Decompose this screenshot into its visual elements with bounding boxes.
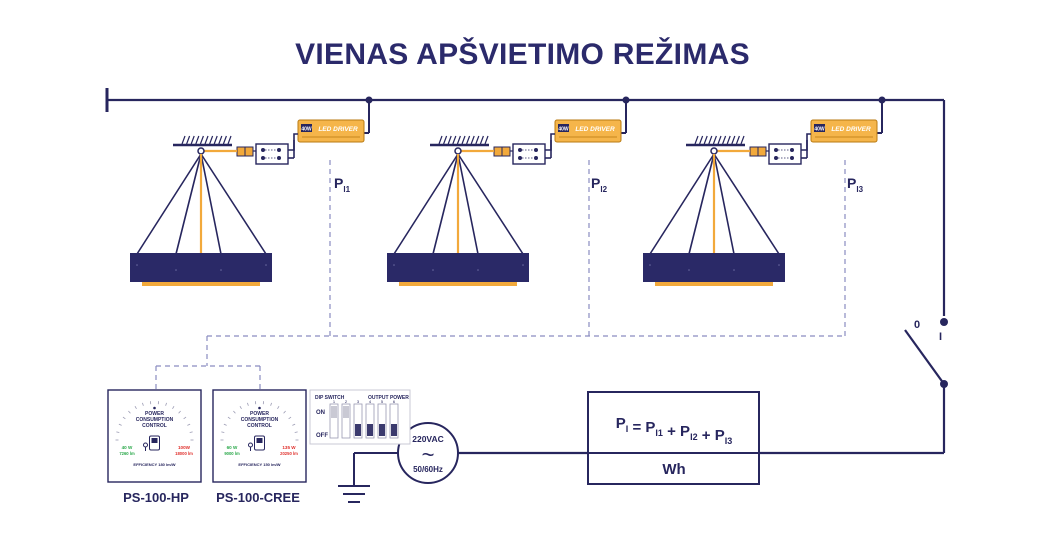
dip-switch-4[interactable]: 4 <box>365 399 375 439</box>
fixture-3: 40W LED DRIVER PI3 <box>643 96 886 286</box>
source-tilde: ~ <box>422 442 435 467</box>
dip-switch-1[interactable]: 1 <box>329 399 339 439</box>
driver-badge <box>301 124 312 132</box>
fixture-1: 40W LED DRIVER PI1 <box>130 96 373 286</box>
meter-unit: Wh <box>662 461 685 478</box>
switch-on-label: I <box>939 331 942 343</box>
dip-switch-6[interactable]: 6 <box>389 399 399 439</box>
energy-meter: PI = PI1 + PI2 + PI3 Wh <box>587 391 760 485</box>
dial-title-line: CONTROL <box>142 423 167 429</box>
high-lumens: 20250 lm <box>280 451 298 456</box>
ground-icon <box>338 485 370 503</box>
dip-number: 1 <box>333 399 336 404</box>
terminal-block <box>255 143 289 165</box>
dial-title-line: CONSUMPTION <box>136 417 174 423</box>
lamp-light-strip <box>399 282 517 286</box>
low-lumens: 9000 lm <box>224 451 240 456</box>
driver-label: LED DRIVER <box>831 126 871 133</box>
main-switch[interactable]: 0 I <box>904 318 948 388</box>
dial-title-line: POWER <box>250 411 269 417</box>
lamp-body <box>130 253 272 282</box>
driver-badge <box>558 124 569 132</box>
dimming-control-lines <box>155 160 846 390</box>
dial-title-line: CONTROL <box>247 423 272 429</box>
switch-off-label: 0 <box>914 319 920 331</box>
lamp-light-strip <box>655 282 773 286</box>
dip-off-label: OFF <box>316 433 328 439</box>
page-title: VIENAS APŠVIETIMO REŽIMAS <box>295 38 750 71</box>
dip-on-label: ON <box>316 410 325 416</box>
fixtures-group: 40W LED DRIVER PI1 40W LED DRIVER PI2 40W LED D… <box>130 96 886 286</box>
dip-switch-3[interactable]: 3 <box>353 399 363 439</box>
hanging-hook <box>454 147 462 155</box>
dip-number: 2 <box>345 399 348 404</box>
low-watts: 60 W <box>227 445 238 450</box>
lamp-body <box>643 253 785 282</box>
efficiency-label: EFFICIENCY 150 lm/W <box>238 462 280 467</box>
dial-indicator <box>258 406 261 410</box>
controller-name: PS-100-CREE <box>216 490 300 505</box>
high-lumens: 18000 lm <box>175 451 193 456</box>
driver-badge <box>814 124 825 132</box>
hanging-hook <box>197 147 205 155</box>
lamp-light-strip <box>142 282 260 286</box>
low-lumens: 7260 lm <box>119 451 135 456</box>
source-voltage: 220VAC <box>412 434 444 444</box>
low-watts: 40 W <box>122 445 133 450</box>
led-driver: 40W LED DRIVER <box>810 119 878 143</box>
source-frequency: 50/60Hz <box>413 465 443 474</box>
dial-indicator <box>153 406 156 410</box>
fixture-2: 40W LED DRIVER PI2 <box>387 96 630 286</box>
dip-output-title: OUTPUT POWER <box>368 395 409 401</box>
dip-number: 3 <box>357 399 360 404</box>
power-label-3: PI3 <box>847 175 864 194</box>
dial-title-line: POWER <box>145 411 164 417</box>
controller-name: PS-100-HP <box>123 490 189 505</box>
dip-switch-5[interactable]: 5 <box>377 399 387 439</box>
meter-formula: PI = PI1 + PI2 + PI3 <box>616 415 732 446</box>
dip-title: DIP SWITCH <box>315 395 345 401</box>
led-driver: 40W LED DRIVER <box>297 119 365 143</box>
dip-number: 4 <box>369 399 372 404</box>
dip-switch-bank[interactable]: 1 2 3 4 5 6 <box>329 399 399 439</box>
high-watts: 135 W <box>282 445 296 450</box>
high-watts: 100W <box>178 445 191 450</box>
power-label-2: PI2 <box>591 175 608 194</box>
driver-label: LED DRIVER <box>575 126 615 133</box>
efficiency-label: EFFICIENCY 180 lm/W <box>133 462 175 467</box>
dip-number: 6 <box>393 399 396 404</box>
terminal-block <box>512 143 546 165</box>
dip-number: 5 <box>381 399 384 404</box>
dip-switch-panel: DIP SWITCH OUTPUT POWER ON OFF 1 2 3 4 5 6 <box>309 389 411 445</box>
power-label-1: PI1 <box>334 175 351 194</box>
terminal-block <box>768 143 802 165</box>
lamp-body <box>387 253 529 282</box>
driver-badge-text: 40W <box>558 127 569 133</box>
driver-label: LED DRIVER <box>318 126 358 133</box>
dip-switch-2[interactable]: 2 <box>341 399 351 439</box>
driver-badge-text: 40W <box>301 127 312 133</box>
hanging-hook <box>710 147 718 155</box>
driver-badge-text: 40W <box>814 127 825 133</box>
dial-title-line: CONSUMPTION <box>241 417 279 423</box>
led-driver: 40W LED DRIVER <box>554 119 622 143</box>
